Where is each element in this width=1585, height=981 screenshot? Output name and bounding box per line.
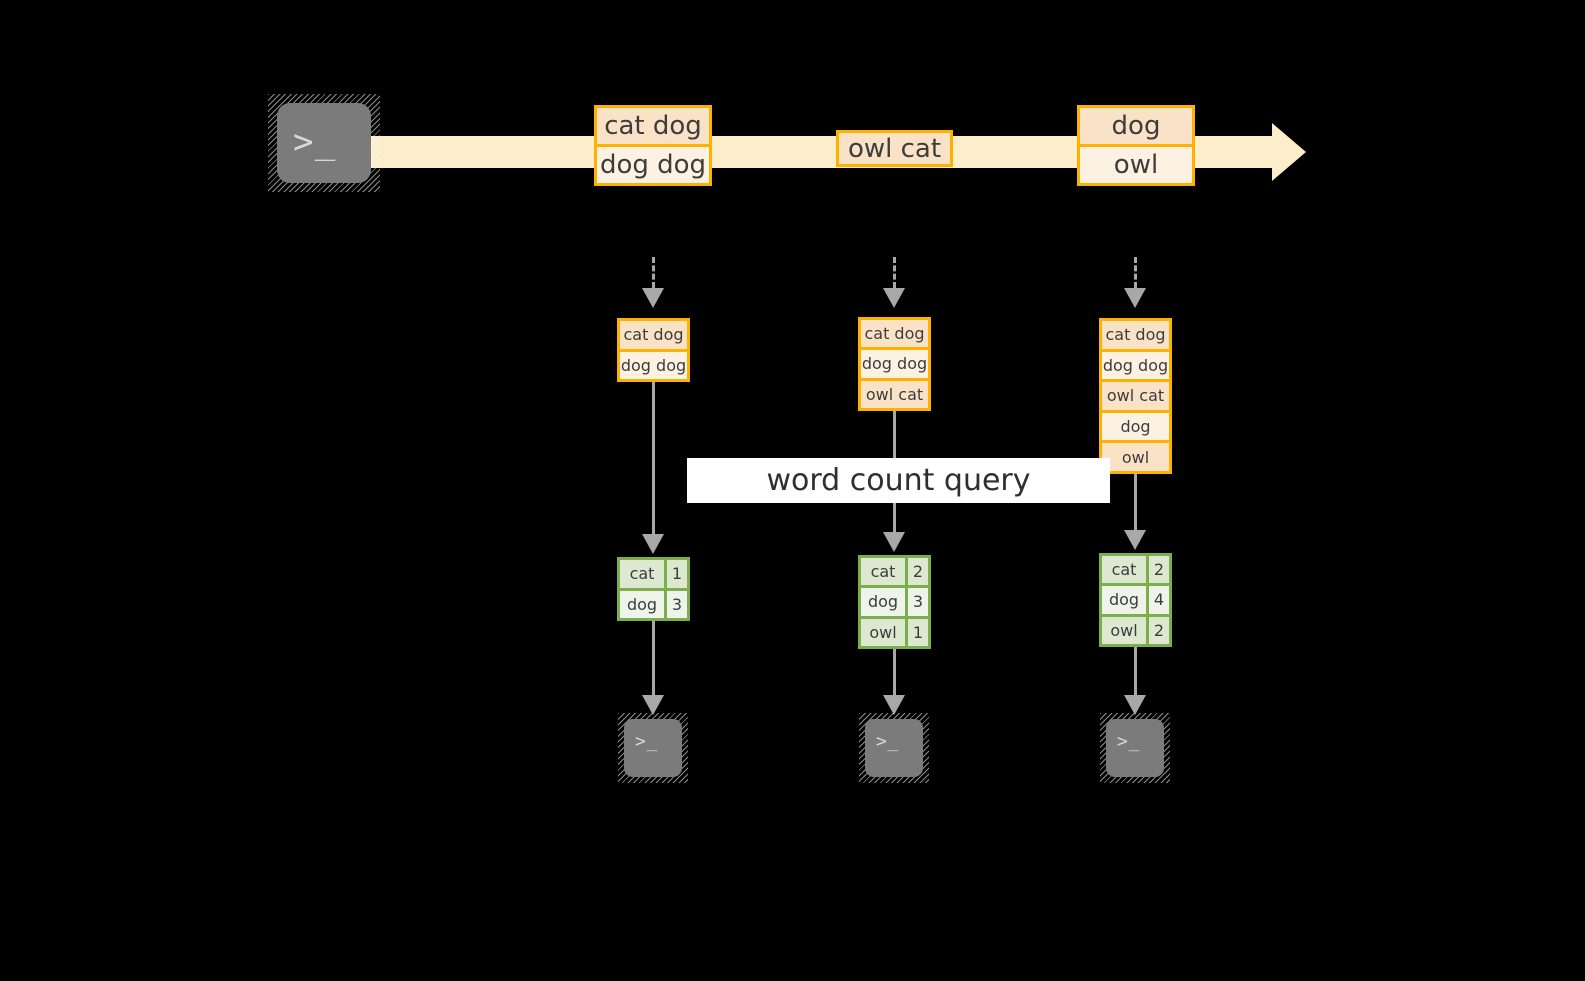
- snapshot-3-sink-terminal-icon: >_: [1100, 713, 1170, 783]
- stream-record-line: owl: [1080, 144, 1192, 183]
- snapshot-1-sink-arrowhead: [642, 695, 664, 715]
- snapshot-1-result-table: cat 1 dog 3: [617, 557, 690, 621]
- snapshot-tap-arrowhead-3: [1124, 288, 1146, 308]
- terminal-prompt: >_: [293, 122, 337, 162]
- snapshot-3-sink-arrowhead: [1124, 695, 1146, 715]
- result-word: cat: [629, 564, 655, 584]
- snapshot-1-query-line: [652, 382, 655, 534]
- table-row: owl 1: [861, 615, 928, 646]
- result-count: 1: [664, 560, 687, 588]
- buffer-line: dog dog: [1102, 348, 1169, 380]
- table-row: cat 2: [1102, 556, 1169, 584]
- snapshot-tap-line-2: [893, 257, 896, 288]
- buffer-line: cat dog: [620, 321, 687, 349]
- snapshot-3-result-table: cat 2 dog 4 owl 2: [1099, 553, 1172, 647]
- snapshot-1-sink-line: [652, 621, 655, 695]
- terminal-prompt: >_: [635, 731, 659, 752]
- buffer-line: cat dog: [861, 320, 928, 348]
- terminal-screen: >_: [277, 103, 371, 183]
- result-count: 2: [1146, 556, 1169, 584]
- terminal-screen: >_: [865, 719, 923, 777]
- stream-record-group-3: dog owl: [1077, 105, 1195, 186]
- snapshot-1-query-arrowhead: [642, 534, 664, 554]
- stream-record-line: dog dog: [597, 144, 709, 183]
- buffer-line: dog: [1102, 409, 1169, 441]
- snapshot-2-query-arrowhead: [883, 532, 905, 552]
- snapshot-2-buffer: cat dog dog dog owl cat: [858, 317, 931, 411]
- result-count: 1: [905, 618, 928, 646]
- terminal-prompt: >_: [1117, 731, 1141, 752]
- result-word: cat: [870, 562, 896, 582]
- result-count: 2: [905, 558, 928, 586]
- snapshot-3-query-line: [1134, 474, 1137, 530]
- terminal-screen: >_: [624, 719, 682, 777]
- buffer-line: dog dog: [620, 348, 687, 379]
- snapshot-tap-line-1: [652, 257, 655, 288]
- buffer-line: cat dog: [1102, 321, 1169, 349]
- buffer-line: owl cat: [1102, 379, 1169, 410]
- query-label-text: word count query: [766, 463, 1031, 498]
- stream-record-line: cat dog: [597, 108, 709, 144]
- result-word: dog: [867, 592, 899, 612]
- result-count: 3: [905, 588, 928, 616]
- table-row: cat 1: [620, 560, 687, 588]
- stream-record-group-1: cat dog dog dog: [594, 105, 712, 186]
- stream-arrowhead: [1272, 123, 1306, 181]
- buffer-line: owl cat: [861, 377, 928, 408]
- result-word: owl: [1110, 620, 1138, 640]
- terminal-screen: >_: [1106, 719, 1164, 777]
- query-label-banner: word count query: [687, 458, 1110, 503]
- result-word: owl: [869, 622, 897, 642]
- snapshot-2-sink-terminal-icon: >_: [859, 713, 929, 783]
- result-word: cat: [1111, 560, 1137, 580]
- result-count: 4: [1146, 586, 1169, 614]
- table-row: dog 3: [620, 587, 687, 618]
- snapshot-tap-arrowhead-2: [883, 288, 905, 308]
- snapshot-1-sink-terminal-icon: >_: [618, 713, 688, 783]
- buffer-line: owl: [1102, 440, 1169, 471]
- snapshot-2-result-table: cat 2 dog 3 owl 1: [858, 555, 931, 649]
- result-word: dog: [626, 594, 658, 614]
- result-word: dog: [1108, 590, 1140, 610]
- snapshot-2-sink-line: [893, 649, 896, 695]
- terminal-prompt: >_: [876, 731, 900, 752]
- table-row: dog 3: [861, 585, 928, 616]
- buffer-line: dog dog: [861, 347, 928, 378]
- snapshot-3-query-arrowhead: [1124, 530, 1146, 550]
- result-count: 3: [664, 590, 687, 618]
- snapshot-3-sink-line: [1134, 647, 1137, 695]
- snapshot-tap-line-3: [1134, 257, 1137, 288]
- stream-record-line: owl cat: [839, 133, 950, 164]
- stream-record-line: dog: [1080, 108, 1192, 144]
- snapshot-2-sink-arrowhead: [883, 695, 905, 715]
- snapshot-tap-arrowhead-1: [642, 288, 664, 308]
- snapshot-1-buffer: cat dog dog dog: [617, 318, 690, 382]
- table-row: dog 4: [1102, 583, 1169, 614]
- stream-record-group-2: owl cat: [836, 130, 953, 167]
- source-terminal-icon: >_: [268, 94, 380, 192]
- result-count: 2: [1146, 616, 1169, 644]
- table-row: cat 2: [861, 558, 928, 586]
- table-row: owl 2: [1102, 613, 1169, 644]
- snapshot-3-buffer: cat dog dog dog owl cat dog owl: [1099, 318, 1172, 474]
